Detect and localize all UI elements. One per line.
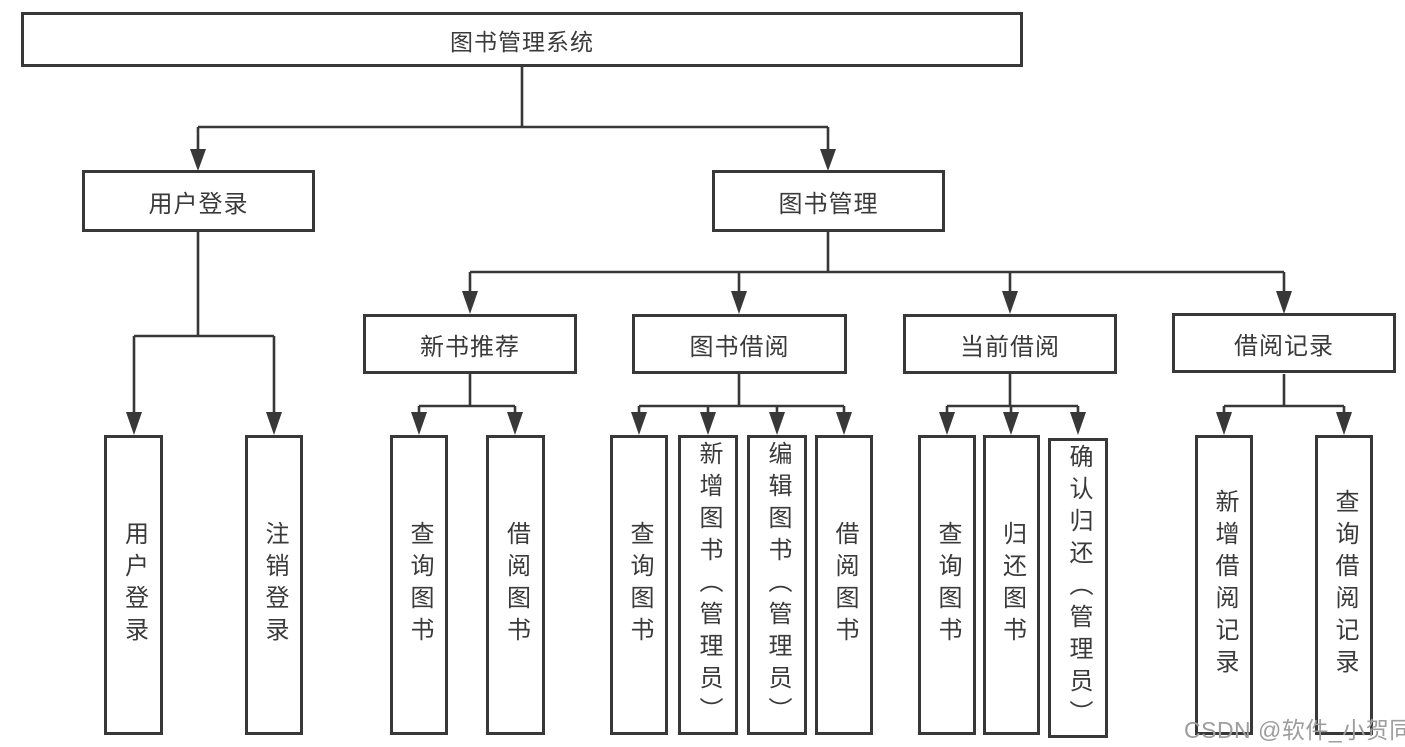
leaf-borrow-query-book: 查询图书	[610, 435, 668, 735]
arrow-down-icon	[266, 412, 282, 435]
leaf-borrow-add-book: 新增图书（管理员）	[678, 435, 738, 735]
arrow-down-icon	[1336, 412, 1352, 435]
arrow-down-icon	[836, 412, 852, 435]
node-borrow-records: 借阅记录	[1172, 313, 1396, 373]
node-label: 借阅图书	[502, 521, 530, 649]
node-current-borrow: 当前借阅	[903, 314, 1117, 374]
arrow-down-icon	[507, 412, 523, 435]
node-user-login: 用户登录	[82, 170, 315, 232]
node-label: 新增借阅记录	[1211, 489, 1238, 681]
arrow-down-icon	[190, 149, 206, 171]
arrow-down-icon	[939, 412, 955, 435]
node-label: 图书管理	[778, 190, 879, 218]
node-label: 新书推荐	[420, 333, 520, 361]
arrow-down-icon	[462, 291, 478, 314]
arrow-down-icon	[820, 149, 836, 171]
node-new-book-recommend: 新书推荐	[363, 314, 577, 374]
node-library-system: 图书管理系统	[21, 12, 1023, 67]
leaf-user-login: 用户登录	[104, 435, 163, 735]
node-label: 用户登录	[148, 190, 249, 218]
arrow-down-icon	[731, 291, 747, 314]
csdn-watermark: CSDN @软件_小贺同学	[1184, 717, 1405, 743]
leaf-records-add-record: 新增借阅记录	[1195, 435, 1253, 735]
node-book-management: 图书管理	[712, 170, 945, 232]
leaf-current-confirm-return: 确认归还（管理员）	[1048, 438, 1108, 738]
leaf-borrow-edit-book: 编辑图书（管理员）	[747, 435, 807, 735]
arrowhead-icons	[126, 149, 1352, 435]
arrow-down-icon	[411, 412, 427, 435]
node-label: 查询图书	[626, 521, 653, 649]
node-label: 查询借阅记录	[1331, 489, 1358, 681]
leaf-recommend-borrow-book: 借阅图书	[486, 435, 545, 735]
node-label: 查询图书	[406, 521, 433, 649]
arrow-down-icon	[631, 412, 647, 435]
node-book-borrow: 图书借阅	[632, 314, 847, 374]
node-label: 图书管理系统	[450, 28, 594, 55]
node-label: 图书借阅	[689, 333, 790, 361]
leaf-current-return-book: 归还图书	[983, 435, 1040, 735]
node-label: 用户登录	[120, 521, 148, 649]
leaf-logout: 注销登录	[245, 435, 303, 735]
node-label: 编辑图书（管理员）	[764, 441, 791, 729]
arrow-down-icon	[1002, 291, 1018, 314]
node-label: 当前借阅	[960, 333, 1060, 361]
leaf-borrow-borrow-book: 借阅图书	[815, 435, 873, 735]
arrow-down-icon	[769, 412, 785, 435]
arrow-down-icon	[700, 412, 716, 435]
connector-lines	[132, 67, 1346, 414]
arrow-down-icon	[1070, 412, 1086, 435]
node-label: 借阅图书	[831, 521, 858, 649]
arrow-down-icon	[1276, 291, 1292, 314]
node-label: 新增图书（管理员）	[695, 441, 722, 729]
leaf-records-query-record: 查询借阅记录	[1315, 435, 1373, 735]
node-label: 归还图书	[998, 521, 1026, 649]
node-label: 借阅记录	[1234, 332, 1334, 360]
leaf-current-query-book: 查询图书	[918, 435, 976, 735]
arrow-down-icon	[126, 412, 142, 435]
node-label: 确认归还（管理员）	[1065, 444, 1092, 732]
node-label: 查询图书	[934, 521, 961, 649]
leaf-recommend-query-book: 查询图书	[390, 435, 448, 735]
arrow-down-icon	[1003, 412, 1019, 435]
arrow-down-icon	[1216, 412, 1232, 435]
node-label: 注销登录	[261, 521, 288, 649]
